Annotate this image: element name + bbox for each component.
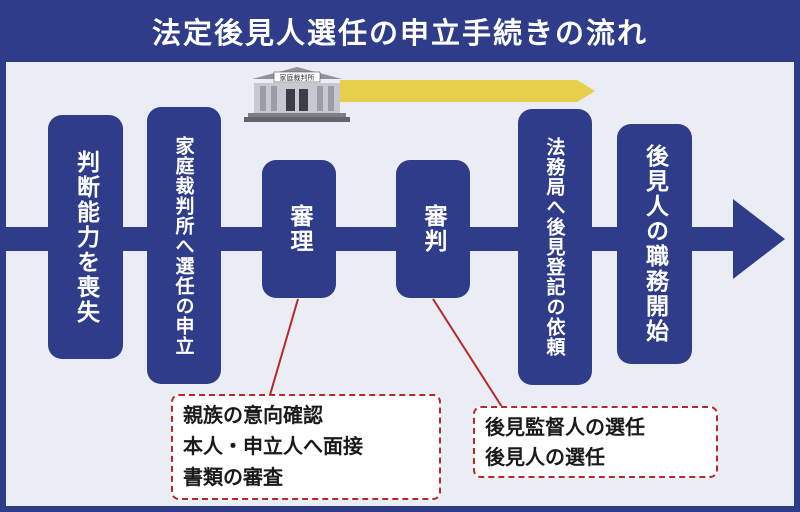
step-registration: 法務局へ後見登記の依頼 [518,109,592,385]
court-base [244,117,350,122]
step-ruling: 審判 [396,160,470,298]
review-detail: 親族の意向確認 [183,403,323,427]
step-label: 判断能力を喪失 [72,149,99,325]
review-detail: 本人・申立人へ面接 [183,434,363,458]
ruling-detail: 後見監督人の選任 [485,415,645,439]
step-label: 家庭裁判所へ選任の申立 [172,135,195,356]
court-pillar [328,86,334,111]
court-door [299,89,308,111]
step-label: 審判 [420,204,446,254]
ruling-detail: 後見人の選任 [485,445,605,469]
step-petition: 家庭裁判所へ選任の申立 [147,107,221,384]
step-label: 後見人の職務開始 [641,144,668,344]
court-pillar [260,86,266,111]
step-lose-capacity: 判断能力を喪失 [48,115,123,359]
step-start-duties: 後見人の職務開始 [617,124,692,364]
court-sign-plate [273,71,321,83]
review-detail: 書類の審査 [183,465,283,489]
court-pillar [317,86,323,111]
court-step [248,113,346,117]
ruling-details-box: 後見監督人の選任 後見人の選任 [473,406,718,478]
flow-arrow-head [733,199,785,279]
court-progress-arrow [340,80,595,102]
court-facade [254,83,340,113]
step-review: 審理 [262,160,336,298]
court-door [286,89,295,111]
page-title: 法定後見人選任の申立手続きの流れ [151,16,648,50]
step-label: 審理 [286,204,312,254]
court-pillar [271,86,277,111]
step-label: 法務局へ後見登記の依頼 [543,137,566,357]
court-building-icon: 家庭裁判所 [244,67,350,122]
court-sign-text: 家庭裁判所 [280,73,315,82]
header: 法定後見人選任の申立手続きの流れ [0,0,800,62]
review-details-box: 親族の意向確認 本人・申立人へ面接 書類の審査 [171,394,441,500]
